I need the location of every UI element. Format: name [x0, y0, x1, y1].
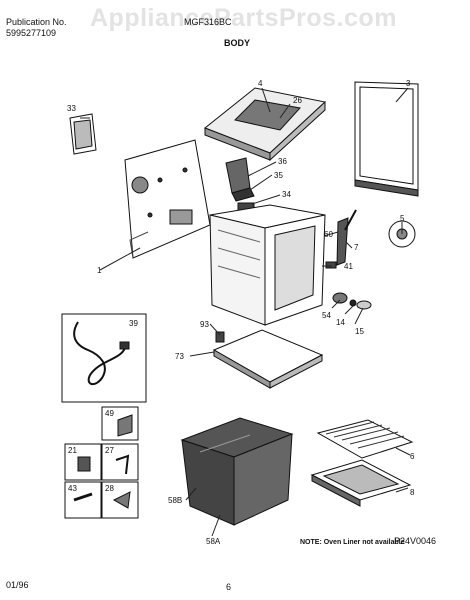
callout-43: 43	[68, 484, 77, 493]
callout-4: 4	[258, 79, 263, 88]
part-broiler-pan	[310, 459, 412, 507]
callout-6: 6	[410, 452, 415, 461]
small-parts-boxes	[64, 406, 139, 519]
publication-label: Publication No.	[6, 17, 67, 27]
callout-leaders	[80, 87, 411, 537]
model-number: MGF316BC	[184, 17, 232, 27]
part-oven-lamp	[332, 292, 372, 310]
part-power-cord	[61, 313, 147, 403]
callout-58B: 58B	[168, 496, 183, 505]
figure-code: P24V0046	[394, 536, 437, 546]
part-vent-duct	[225, 157, 255, 202]
callout-33: 33	[67, 104, 76, 113]
callout-26: 26	[293, 96, 302, 105]
part-cooktop-frame	[204, 87, 327, 162]
callout-5: 5	[400, 214, 405, 223]
part-back-panel	[124, 139, 211, 259]
watermark: AppliancePartsPros.com	[90, 4, 397, 32]
callout-49: 49	[105, 409, 114, 418]
callout-58A: 58A	[206, 537, 221, 546]
callout-14: 14	[336, 318, 345, 327]
part-hinge	[325, 209, 357, 269]
callout-1: 1	[97, 266, 102, 275]
part-insulation	[180, 417, 294, 526]
part-bracket	[69, 113, 97, 155]
part-bottom-panel	[212, 329, 324, 389]
callout-3: 3	[406, 79, 411, 88]
callout-15: 15	[355, 327, 364, 336]
callout-7: 7	[354, 243, 359, 252]
callout-34: 34	[282, 190, 291, 199]
callout-39: 39	[129, 319, 138, 328]
callout-21: 21	[68, 446, 77, 455]
callout-93: 93	[200, 320, 209, 329]
callout-35: 35	[274, 171, 283, 180]
part-terminal	[215, 331, 225, 343]
callout-41: 41	[344, 262, 353, 271]
callout-54: 54	[322, 311, 331, 320]
callout-36: 36	[278, 157, 287, 166]
callout-27: 27	[105, 446, 114, 455]
diagram-note: NOTE: Oven Liner not available	[300, 539, 405, 546]
part-oven-rack	[316, 419, 414, 459]
part-oven-body	[209, 204, 326, 326]
callout-60: 60	[324, 230, 333, 239]
callout-8: 8	[410, 488, 415, 497]
footer-date: 01/96	[6, 580, 29, 590]
section-title: BODY	[224, 38, 251, 48]
part-side-panel	[354, 81, 419, 197]
footer-page: 6	[226, 582, 232, 592]
publication-number: 5995277109	[6, 28, 57, 38]
callout-28: 28	[105, 484, 114, 493]
callout-73: 73	[175, 352, 184, 361]
